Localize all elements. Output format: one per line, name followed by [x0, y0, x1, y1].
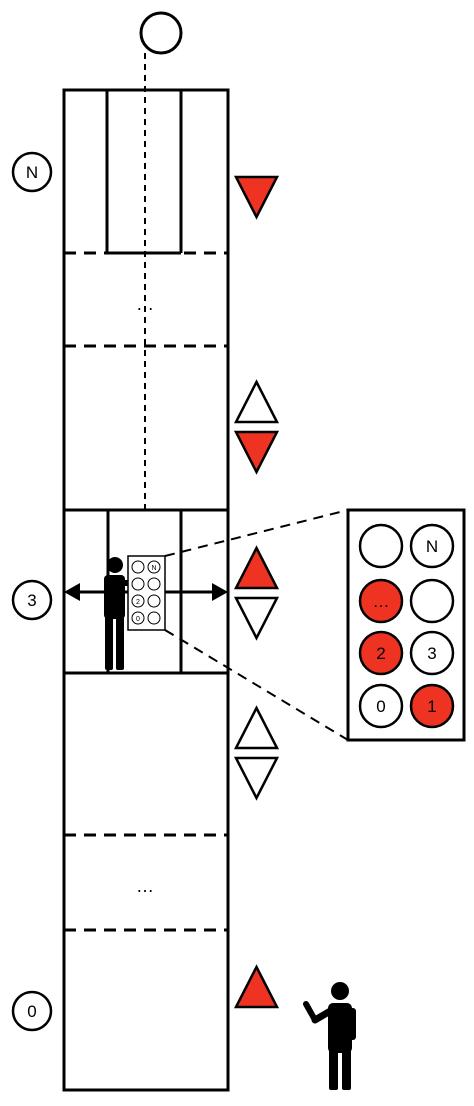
hall-up-mid-upper-icon[interactable] — [233, 379, 280, 424]
floor-label-n: N — [11, 151, 53, 193]
svg-text:0: 0 — [27, 1002, 36, 1021]
panel-button-label: 2 — [376, 644, 385, 663]
panel-button[interactable]: N — [409, 523, 455, 569]
pulley-circle-icon — [139, 11, 183, 55]
hall-up-mid-lower-icon[interactable] — [233, 705, 280, 750]
floor-label-3: 3 — [11, 579, 53, 621]
panel-button-label: 1 — [427, 697, 436, 716]
panel-button-label: 0 — [376, 697, 385, 716]
shaft-ellipsis-lower: … — [136, 876, 154, 896]
floor-label-0: 0 — [11, 990, 53, 1032]
panel-button-label: N — [426, 537, 438, 556]
panel-button[interactable]: 1 — [409, 683, 455, 729]
panel-button[interactable] — [409, 578, 455, 624]
panel-button[interactable]: … — [358, 578, 404, 624]
svg-text:3: 3 — [27, 591, 36, 610]
hall-down-n-icon[interactable] — [233, 175, 280, 220]
person-icon — [104, 557, 135, 670]
door-arrow-right-icon — [165, 583, 228, 601]
panel-button[interactable]: 0 — [358, 683, 404, 729]
cabin-panel-small: N 2 0 — [127, 555, 166, 631]
shaft-ellipsis-upper: … — [136, 294, 154, 314]
hall-down-mid-lower-icon[interactable] — [233, 756, 280, 801]
panel-button-label: … — [373, 592, 390, 611]
mini-label-2: 2 — [136, 599, 140, 606]
hall-down-3-icon[interactable] — [233, 596, 280, 641]
mini-label-n: N — [151, 565, 156, 572]
hall-up-0-icon[interactable] — [233, 964, 280, 1009]
zoom-line-top — [164, 509, 349, 557]
mini-label-0: 0 — [136, 616, 140, 623]
person-waving-icon — [303, 982, 356, 1090]
panel-button[interactable]: 3 — [409, 630, 455, 676]
zoom-line-bottom — [164, 629, 349, 741]
hall-down-mid-upper-icon[interactable] — [233, 430, 280, 475]
hall-up-3-icon[interactable] — [233, 545, 280, 590]
svg-text:N: N — [26, 163, 38, 182]
panel-button-label: 3 — [427, 644, 436, 663]
panel-button[interactable] — [358, 523, 404, 569]
panel-button[interactable]: 2 — [358, 630, 404, 676]
